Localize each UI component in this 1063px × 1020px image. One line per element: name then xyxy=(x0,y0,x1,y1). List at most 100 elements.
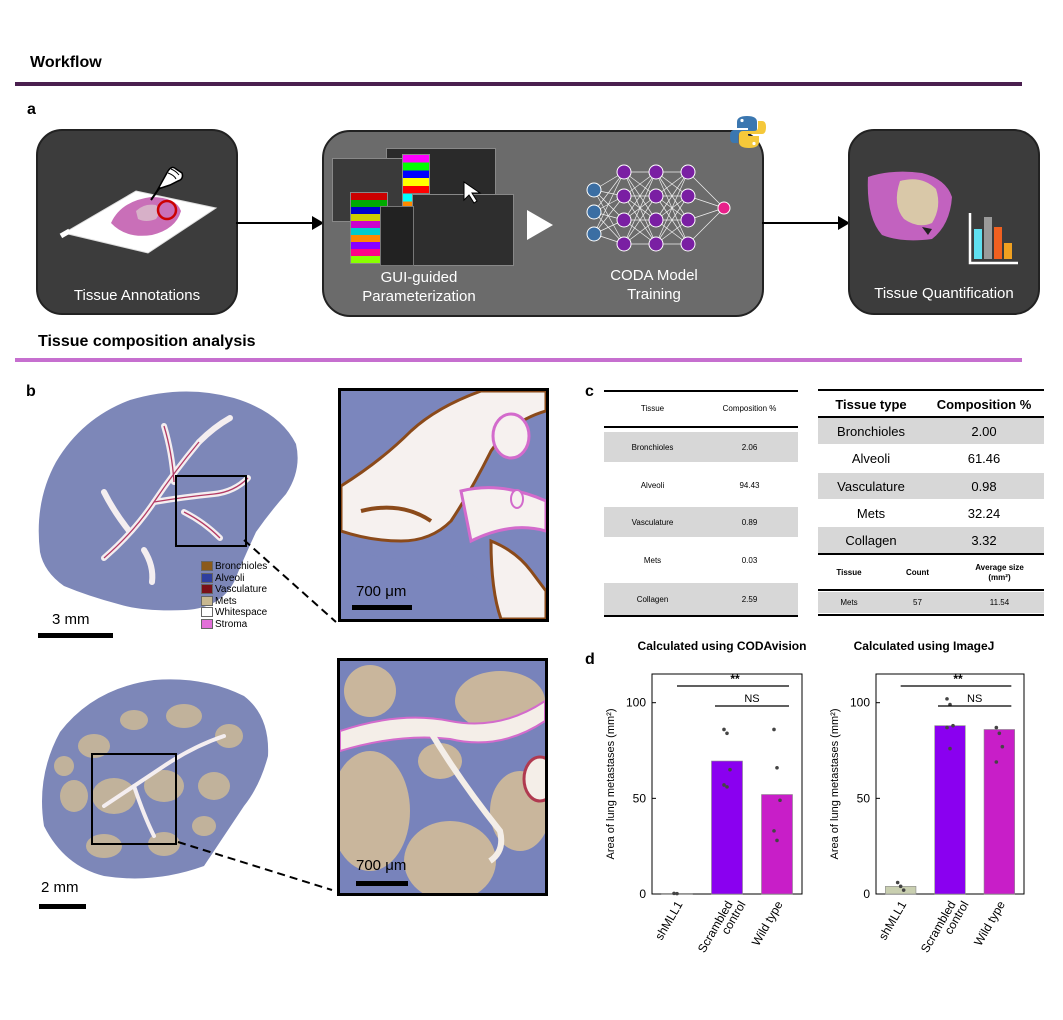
data-point xyxy=(948,746,952,751)
table-cell: Mets xyxy=(643,555,662,565)
table-cell: Collagen xyxy=(636,594,669,604)
significance-label: ** xyxy=(730,672,740,686)
legend-swatch xyxy=(201,607,213,618)
table-row: Bronchioles 2.00 xyxy=(818,418,1044,444)
panel-label-a: a xyxy=(27,101,36,118)
nn-node xyxy=(680,164,696,180)
table-cell: 61.46 xyxy=(967,450,1001,466)
legend-label: Vasculature xyxy=(215,584,268,595)
healthy-lung-segmentation xyxy=(38,391,298,611)
nn-edge xyxy=(593,195,625,235)
table-cell: Bronchioles xyxy=(837,423,905,439)
data-point xyxy=(1000,744,1005,749)
table-cell: Bronchioles xyxy=(631,442,674,452)
table-row: Alveoli 94.43 xyxy=(604,470,798,500)
table-row: Vasculature 0.89 xyxy=(604,507,798,537)
legend-swatch xyxy=(201,584,213,595)
annotation-slide-icon xyxy=(59,190,218,254)
python-logo-icon xyxy=(730,116,766,148)
data-point xyxy=(994,725,999,730)
table-header-composition: Composition % xyxy=(722,404,777,413)
data-point xyxy=(725,785,729,789)
arrow-1 xyxy=(236,222,314,224)
scalebar-top-full xyxy=(38,633,113,638)
legend-item: Alveoli xyxy=(201,573,267,585)
legend-item: Vasculature xyxy=(201,584,267,596)
legend-label: Stroma xyxy=(215,618,248,630)
panel-label-d: d xyxy=(585,651,595,668)
subtable-header-tissue: Tissue xyxy=(836,568,862,577)
table-cell: 11.54 xyxy=(989,598,1010,607)
nn-node xyxy=(616,164,632,180)
scalebar-label-bottom-zoom: 700 μm xyxy=(356,857,407,874)
gui-window-right xyxy=(412,194,514,266)
panel-label-c: c xyxy=(585,383,594,400)
x-tick-label: shMLL1 xyxy=(652,898,686,942)
table-cell: 0.89 xyxy=(741,517,758,527)
tissue-quantification-box: Tissue Quantification xyxy=(848,129,1040,315)
table-cell: 94.43 xyxy=(739,480,760,490)
scalebar-bottom-zoom xyxy=(356,881,408,886)
data-point xyxy=(675,891,679,896)
significance-label: ** xyxy=(953,672,963,686)
table-cell: Mets xyxy=(840,598,858,607)
chart-title-imagej: Calculated using ImageJ xyxy=(853,639,995,653)
legend-item: Bronchioles xyxy=(201,561,267,573)
scalebar-label-top-zoom: 700 μm xyxy=(356,583,407,600)
data-point xyxy=(951,723,955,728)
play-arrow-icon xyxy=(527,210,553,240)
legend-swatch xyxy=(201,561,213,572)
nn-node xyxy=(616,212,632,228)
table-cell: Mets xyxy=(856,505,886,521)
metastatic-lung-zoom-inset: 700 μm xyxy=(337,658,548,896)
table-row: Mets 57 11.54 xyxy=(818,592,1044,613)
data-point xyxy=(778,798,782,803)
table-row: Alveoli 61.46 xyxy=(818,445,1044,471)
quantified-tissue-icon xyxy=(867,171,952,241)
training-label-line2: Training xyxy=(627,286,681,303)
data-point xyxy=(725,731,729,736)
training-label-line1: CODA Model xyxy=(610,267,698,284)
y-axis-label: Area of lung metastases (mm²) xyxy=(605,709,617,860)
arrowhead-1 xyxy=(312,216,324,230)
bar xyxy=(934,725,966,895)
table-cell: 0.98 xyxy=(971,478,997,494)
data-point xyxy=(728,767,732,772)
data-point xyxy=(775,765,779,770)
zoom-connector-top xyxy=(243,539,337,623)
table-mid-rule xyxy=(818,553,1044,555)
legend-label: Mets xyxy=(215,595,237,607)
data-point xyxy=(945,697,949,701)
significance-label: NS xyxy=(967,693,982,705)
nn-edge xyxy=(593,171,625,235)
nn-node xyxy=(648,236,664,252)
nn-node xyxy=(680,236,696,252)
legend-item: Stroma xyxy=(201,619,267,631)
data-point xyxy=(775,838,779,843)
table-bottom-rule xyxy=(604,615,798,617)
cursor-icon xyxy=(463,181,482,204)
legend-label: Whitespace xyxy=(215,607,268,618)
composition-rule xyxy=(15,358,1022,362)
gui-window-side xyxy=(380,206,414,266)
subtable-header-avg-size: Average size xyxy=(975,563,1024,572)
composition-table-right: Tissue type Composition % Bronchioles 2.… xyxy=(818,389,1044,617)
metastatic-lung-segmentation xyxy=(42,679,269,879)
table-bottom-rule xyxy=(818,614,1044,616)
subtable-header-unit: (mm²) xyxy=(988,573,1011,582)
y-tick-label: 100 xyxy=(626,696,646,710)
data-point xyxy=(994,760,999,764)
bar xyxy=(761,794,793,895)
nn-node xyxy=(648,212,664,228)
y-tick-label: 100 xyxy=(850,696,870,710)
arrow-2 xyxy=(762,222,840,224)
nn-edge xyxy=(593,171,625,213)
table-cell: Collagen xyxy=(845,532,897,548)
nn-node xyxy=(586,226,602,242)
nn-edge xyxy=(687,171,725,209)
table-top-rule xyxy=(604,390,798,392)
table-header-rule xyxy=(604,426,798,428)
bar xyxy=(711,760,743,895)
bar xyxy=(983,729,1015,895)
data-point xyxy=(901,888,906,892)
